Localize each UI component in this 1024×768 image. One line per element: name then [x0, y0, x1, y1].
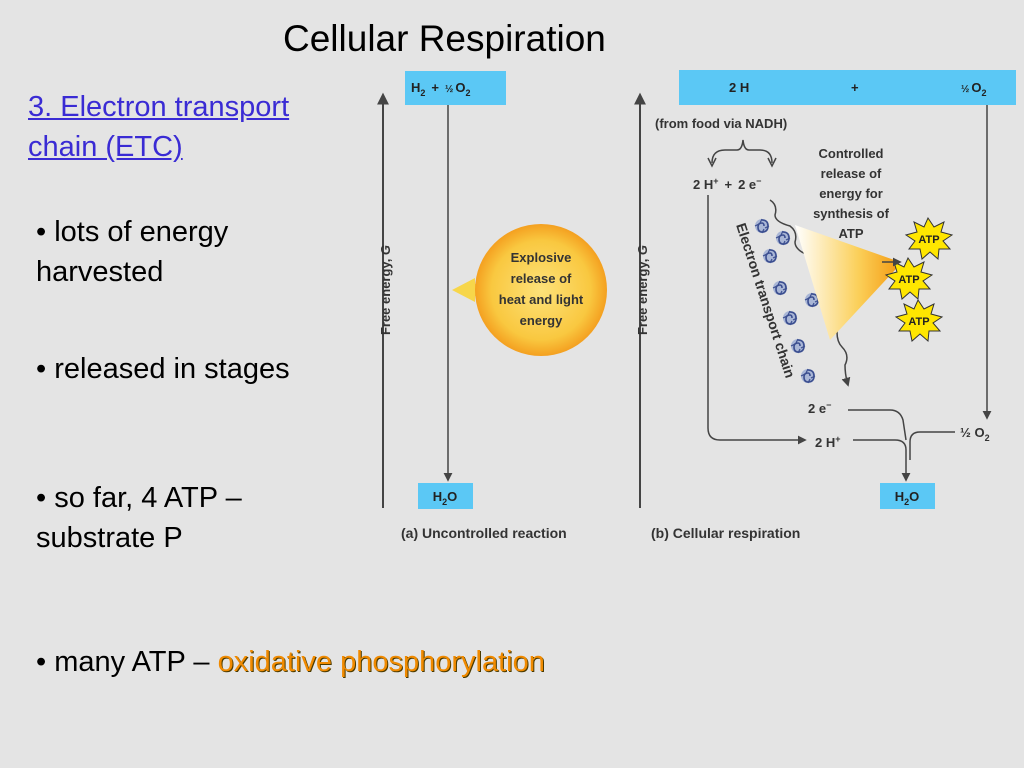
carrier-4 — [782, 310, 798, 326]
svg-text:H2O: H2O — [433, 489, 458, 507]
a-top-plus: + — [431, 80, 439, 95]
atp-label-1: ATP — [918, 234, 939, 246]
a-top-h-sub: 2 — [420, 88, 425, 98]
svg-text:H2+½O2: H2+½O2 — [411, 80, 470, 98]
controlled-line-4: synthesis of — [813, 206, 890, 221]
a-top-half: ½ — [445, 84, 453, 95]
slide-title: Cellular Respiration — [283, 18, 606, 59]
panel-a-axis-label: Free energy, — [378, 255, 393, 335]
b-half-o2: ½ O — [960, 425, 985, 440]
bullet-substrate-p: • so far, 4 ATP – substrate P — [36, 482, 242, 554]
panel-a-energy-axis: Free energy, G — [377, 92, 393, 508]
atp-label-2: ATP — [898, 274, 919, 286]
panel-a-caption: (a) Uncontrolled reaction — [401, 525, 567, 541]
protons-electrons-label: 2 H++2 e− — [693, 176, 761, 192]
burst-line-2: release of — [511, 271, 572, 286]
b-top-o: O — [971, 80, 981, 95]
oxygen-to-water-path — [909, 431, 955, 460]
a-top-h: H — [411, 80, 420, 95]
end-electrons-label: 2 e− — [808, 400, 831, 416]
panel-b-axis-label: Free energy, — [635, 255, 650, 335]
burst-line-4: energy — [520, 313, 563, 328]
end-2h-sup: + — [835, 434, 840, 444]
controlled-line-5: ATP — [838, 226, 863, 241]
explosive-burst: Explosive release of heat and light ener… — [452, 224, 607, 356]
end-2h: 2 H — [815, 435, 835, 450]
panel-b-energy-axis: Free energy, G — [634, 92, 650, 508]
panel-b-caption: (b) Cellular respiration — [651, 525, 800, 541]
brace-right-tip — [767, 157, 777, 168]
b-water-o: O — [909, 489, 919, 504]
burst-line-3: heat and light — [499, 292, 584, 307]
atp-label-3: ATP — [908, 316, 929, 328]
panel-a-water-box: H2O — [418, 483, 473, 509]
b-water-h: H — [895, 489, 904, 504]
svg-text:½O2: ½O2 — [961, 80, 986, 98]
svg-text:H2O: H2O — [895, 489, 920, 507]
a-water-sub: 2 — [442, 497, 447, 507]
b-plus: + — [725, 177, 733, 192]
bullet-many-atp: • many ATP – oxidative phosphorylation — [36, 642, 736, 682]
burst-line-1: Explosive — [511, 250, 572, 265]
b-top-plus: + — [851, 80, 859, 95]
a-water-o: O — [447, 489, 457, 504]
atp-badge-3: ATP — [894, 298, 944, 343]
oxidative-phosphorylation-text: oxidative phosphorylation — [217, 646, 545, 678]
etc-label: Electron transport chain — [733, 221, 798, 380]
brace-left-tip — [707, 157, 717, 168]
bullet-many-atp-text: • many ATP – — [36, 646, 210, 678]
svg-text:½ O2: ½ O2 — [960, 425, 990, 443]
controlled-release-label: Controlled release of energy for synthes… — [813, 146, 890, 241]
controlled-line-2: release of — [821, 166, 882, 181]
b-top-half: ½ — [961, 84, 969, 95]
b-2e-sup: − — [756, 176, 761, 186]
panel-b-water-box: H2O — [880, 483, 935, 509]
panel-b-axis-var: G — [635, 245, 650, 255]
b-2h-sup: + — [713, 176, 718, 186]
food-note: (from food via NADH) — [655, 116, 787, 131]
bullet-energy-harvested: • lots of energy harvested — [36, 216, 229, 288]
energy-release-fan — [795, 225, 900, 340]
carrier-5 — [790, 338, 806, 354]
carrier-1 — [754, 218, 770, 234]
b-half-o2-sub: 2 — [985, 433, 990, 443]
end-2e: 2 e — [808, 401, 826, 416]
carrier-3 — [772, 280, 788, 296]
a-top-o: O — [455, 80, 465, 95]
section-heading-link[interactable]: 3. Electron transport chain (ETC) — [28, 91, 290, 163]
b-2e: 2 e — [738, 177, 756, 192]
b-top-2h: 2 H — [729, 80, 749, 95]
electron-to-water-path — [848, 409, 907, 441]
proton-to-water-path — [853, 439, 911, 482]
b-top-o-sub: 2 — [981, 88, 986, 98]
controlled-line-3: energy for — [819, 186, 883, 201]
b-water-sub: 2 — [904, 497, 909, 507]
controlled-line-1: Controlled — [819, 146, 884, 161]
atp-badge-2: ATP — [884, 256, 934, 301]
proton-path — [707, 195, 807, 445]
bullet-released-in-stages: • released in stages — [36, 353, 290, 385]
carrier-2 — [762, 248, 778, 264]
svg-text:Free energy, G: Free energy, G — [378, 245, 393, 335]
a-water-h: H — [433, 489, 442, 504]
split-brace — [711, 139, 773, 164]
carrier-7 — [775, 230, 791, 246]
end-protons-label: 2 H+ — [815, 434, 841, 450]
a-top-o-sub: 2 — [465, 88, 470, 98]
svg-text:Free energy, G: Free energy, G — [635, 245, 650, 335]
atp-badge-1: ATP — [904, 216, 954, 261]
b-2h: 2 H — [693, 177, 713, 192]
panel-a-axis-var: G — [378, 245, 393, 255]
end-2e-sup: − — [826, 400, 831, 410]
carrier-6 — [800, 368, 816, 384]
